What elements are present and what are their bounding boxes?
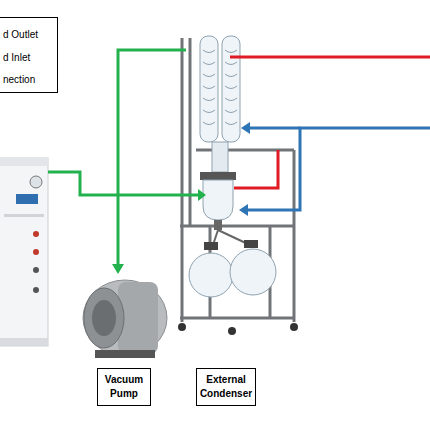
legend-text: nection	[3, 74, 35, 85]
reactor-vessel	[200, 172, 236, 230]
vacuum-pump	[83, 280, 167, 358]
arrow-head	[112, 264, 124, 274]
vacuum-line	[48, 50, 200, 266]
arrow-head	[198, 189, 206, 201]
legend-text: d Outlet	[3, 29, 38, 40]
legend-row: d Outlet	[3, 24, 57, 47]
legend-text: d Inlet	[3, 52, 30, 63]
wheels	[178, 323, 298, 335]
fluid-outlet-line	[230, 57, 430, 188]
legend-row: d Inlet	[3, 47, 57, 70]
label-box: Vacuum Pump	[97, 368, 151, 406]
fluid-inlet-line	[246, 128, 430, 210]
label-box: External Condenser	[196, 368, 256, 406]
legend-box: d Outlet d Inlet nection	[0, 17, 58, 93]
receiving-flasks	[189, 230, 276, 297]
box-label: External Condenser	[197, 373, 255, 401]
chiller-unit	[0, 158, 48, 346]
arrow-head	[239, 204, 248, 216]
legend-row: nection	[3, 69, 57, 92]
arrow-head	[241, 122, 250, 134]
box-label: Vacuum Pump	[98, 373, 150, 401]
